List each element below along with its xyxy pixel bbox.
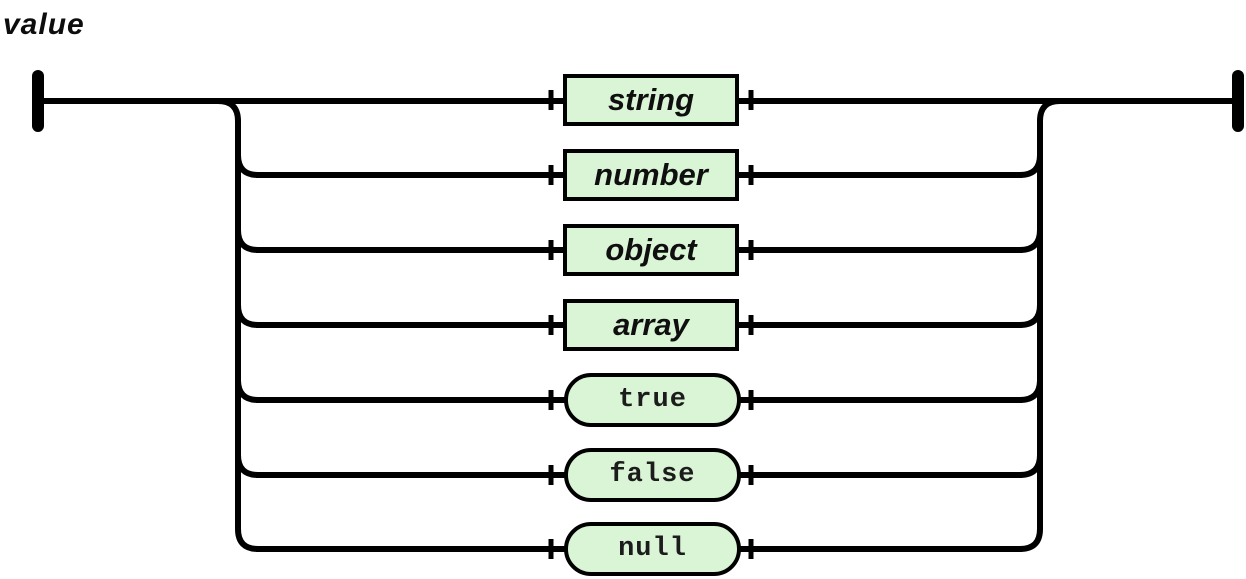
node-tick-marks: [548, 90, 754, 559]
node-number: number: [563, 149, 739, 201]
node-object: object: [563, 224, 739, 276]
node-true: true: [564, 373, 741, 427]
rule-title: value: [3, 8, 85, 41]
node-string: string: [563, 74, 739, 126]
left-branch: [217, 98, 259, 552]
end-terminal-icon: [1232, 70, 1244, 132]
right-merge: [1019, 98, 1061, 552]
node-false: false: [564, 448, 741, 502]
node-array: array: [563, 299, 739, 351]
node-null: null: [564, 522, 741, 576]
start-terminal-icon: [32, 70, 44, 132]
